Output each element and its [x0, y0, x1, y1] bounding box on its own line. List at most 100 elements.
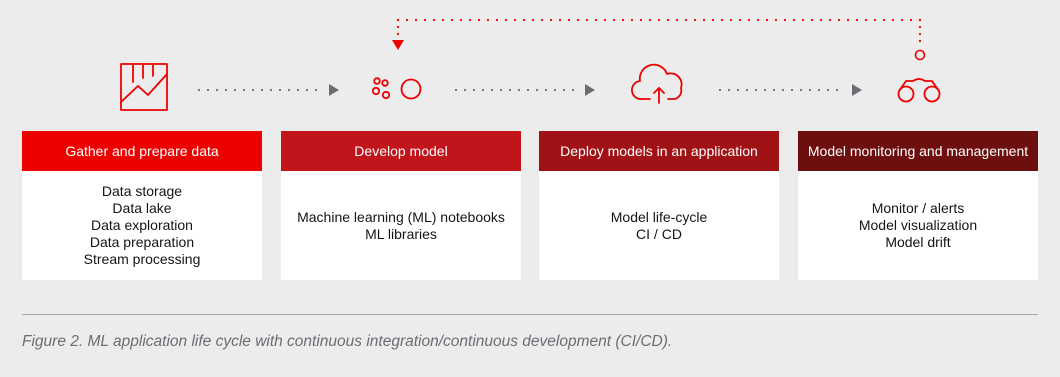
stage-body: Monitor / alerts Model visualization Mod…	[798, 171, 1038, 280]
connector-arrow-head	[329, 84, 339, 96]
connector-dot	[396, 25, 400, 29]
connector-dot	[918, 32, 922, 36]
connector-dot	[693, 18, 697, 22]
stage-item: Model life-cycle	[610, 208, 708, 225]
connector-dot	[450, 18, 454, 22]
connector-dot	[526, 88, 530, 92]
connector-dot	[549, 18, 553, 22]
stage-header: Develop model	[281, 131, 521, 171]
connector-dot	[612, 18, 616, 22]
connector-dot	[882, 18, 886, 22]
connector-dot	[900, 18, 904, 22]
connector-dot	[855, 18, 859, 22]
connector-arrow-head	[585, 84, 595, 96]
connector-dot	[405, 18, 409, 22]
connector-dot	[594, 18, 598, 22]
stage-item: Data lake	[112, 200, 172, 216]
connector-dot	[562, 88, 566, 92]
stage-model-monitoring: Model monitoring and management Monitor …	[798, 131, 1038, 280]
connector-2	[454, 84, 595, 96]
stage-deploy-models: Deploy models in an application Model li…	[539, 131, 779, 280]
connector-3	[718, 84, 862, 96]
connector-dot	[630, 18, 634, 22]
stage-item: Monitor / alerts	[871, 200, 965, 216]
connector-dot	[513, 18, 517, 22]
connector-dot	[684, 18, 688, 22]
connector-dot	[718, 88, 722, 92]
connector-dot	[558, 18, 562, 22]
connector-dot	[864, 18, 868, 22]
binoculars-icon	[897, 78, 941, 103]
connector-dot	[531, 18, 535, 22]
connector-dot	[736, 88, 740, 92]
stage-item: Machine learning (ML) notebooks	[297, 208, 505, 225]
connector-dot	[423, 18, 427, 22]
connector-dot	[783, 18, 787, 22]
stage-body: Model life-cycle CI / CD	[539, 171, 779, 280]
figure-caption: Figure 2. ML application life cycle with…	[22, 333, 673, 350]
connector-dot	[414, 18, 418, 22]
connector-dot	[675, 18, 679, 22]
connector-dot	[835, 88, 839, 92]
connector-dot	[576, 18, 580, 22]
connector-dot	[468, 18, 472, 22]
connector-dot	[553, 88, 557, 92]
connector-dot	[540, 18, 544, 22]
connector-dot	[432, 18, 436, 22]
connector-dot	[918, 39, 922, 43]
connector-dot	[756, 18, 760, 22]
connector-dot	[801, 18, 805, 22]
connector-dot	[517, 88, 521, 92]
connector-dot	[657, 18, 661, 22]
connector-dot	[745, 88, 749, 92]
connector-dot	[499, 88, 503, 92]
connector-dot	[535, 88, 539, 92]
connector-dot	[754, 88, 758, 92]
caption-divider	[22, 314, 1038, 315]
stage-item: ML libraries	[365, 225, 437, 242]
connector-dot	[666, 18, 670, 22]
connector-dot	[314, 88, 318, 92]
connector-dot	[242, 88, 246, 92]
connector-dot	[522, 18, 526, 22]
connector-dot	[909, 18, 913, 22]
connector-dot	[873, 18, 877, 22]
connector-dot	[639, 18, 643, 22]
connector-dot	[396, 32, 400, 36]
stage-develop-model: Develop model Machine learning (ML) note…	[281, 131, 521, 280]
feedback-loop	[392, 18, 926, 61]
stage-item: Data storage	[101, 183, 183, 199]
connector-dot	[792, 18, 796, 22]
connector-dot	[702, 18, 706, 22]
connector-dot	[817, 88, 821, 92]
connector-dot	[621, 18, 625, 22]
connector-dot	[918, 25, 922, 29]
connector-dot	[251, 88, 255, 92]
model-development-icon	[371, 77, 422, 100]
feedback-arrow-head	[392, 40, 404, 50]
stage-body: Machine learning (ML) notebooks ML libra…	[281, 171, 521, 280]
stage-item: Model drift	[885, 234, 951, 250]
stage-header: Model monitoring and management	[798, 131, 1038, 171]
connector-dot	[727, 88, 731, 92]
feedback-loop-origin	[914, 49, 926, 61]
cloud-upload-icon	[631, 63, 683, 104]
connector-dot	[819, 18, 823, 22]
connector-dot	[305, 88, 309, 92]
stage-item: Data preparation	[89, 234, 195, 250]
connector-dot	[224, 88, 228, 92]
connector-1	[197, 84, 339, 96]
connector-dot	[918, 18, 922, 22]
icon-row	[120, 18, 941, 111]
connector-dot	[571, 88, 575, 92]
connector-dot	[233, 88, 237, 92]
connector-dot	[826, 88, 830, 92]
stage-item: Model visualization	[858, 217, 978, 233]
connector-dot	[738, 18, 742, 22]
stage-header: Gather and prepare data	[22, 131, 262, 171]
connector-dot	[287, 88, 291, 92]
connector-dot	[808, 88, 812, 92]
connector-dot	[508, 88, 512, 92]
connector-dot	[215, 88, 219, 92]
stage-item: Data exploration	[91, 217, 193, 233]
